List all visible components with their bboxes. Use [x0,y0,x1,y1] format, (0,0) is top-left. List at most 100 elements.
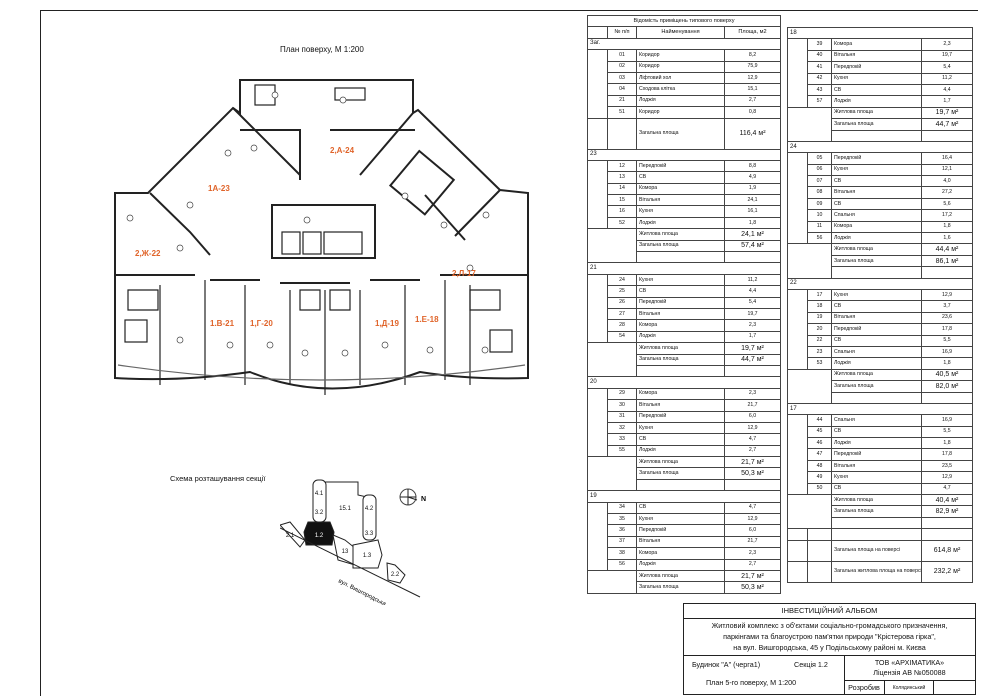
room-name: СВ [831,83,922,97]
room-area: 17,8 [921,323,973,336]
apartment-label: 2,Ж-22 [135,249,161,258]
spacer-cell [831,391,922,404]
room-area: 17,2 [921,209,973,222]
table-row: 23 [587,148,781,161]
living-area-label: Житлова площа [636,456,725,469]
living-area-value: 40,5 м² [921,368,973,382]
section-name: 22 [787,277,973,291]
room-name: Вітальня [636,194,725,207]
room-number: 13 [607,171,637,184]
room-area: 12,9 [921,288,973,302]
spacer-cell [807,560,832,583]
spacer-cell [607,117,637,150]
room-number: 28 [607,319,637,332]
room-name: Лоджія [636,94,725,108]
floor-total-value: 614,8 м² [921,539,973,562]
room-name: Вітальня [831,459,922,473]
header-cell [587,26,608,39]
room-area: 0,8 [724,106,781,119]
room-name: СВ [636,433,725,446]
room-number: 42 [807,72,832,85]
total-area-value: 82,9 м² [921,505,973,518]
room-name: Комора [636,547,725,560]
section-label: 4.2 [365,506,374,512]
room-area: 8,2 [724,49,781,62]
room-name: Комора [636,182,725,196]
project-description: Житловий комплекс з об'єктами соціально-… [684,618,975,656]
room-area: 16,4 [921,152,973,165]
living-area-label: Житлова площа [831,368,922,382]
room-area: 15,1 [724,83,781,96]
spacer-cell [587,273,608,344]
room-name: Передпокій [831,152,922,165]
room-number: 40 [807,49,832,63]
total-area-value: 44,7 м² [724,353,781,366]
room-number: 24 [607,273,637,287]
room-name: СВ [831,197,922,211]
room-name: Кухня [831,163,922,177]
spacer-cell [831,266,922,279]
room-area: 2,7 [724,94,781,108]
apartment-label: 2,Л-17 [452,269,476,278]
spacer-cell [921,129,973,142]
building-label: Будинок "А" (черга1) [692,660,761,669]
room-area: 6,0 [724,524,781,537]
spacer-cell [787,38,808,108]
section-name: 19 [587,490,781,503]
room-area: 12,9 [724,512,781,526]
room-name: СВ [831,334,922,347]
sheet-frame [40,10,978,696]
spacer-cell [587,387,608,458]
room-number: 41 [807,61,832,74]
room-name: Лоджія [636,216,725,230]
total-area-value: 116,4 м² [724,117,781,150]
spacer-cell [787,288,808,370]
total-area-value: 50,3 м² [724,467,781,480]
room-name: Вітальня [831,49,922,63]
room-area: 1,9 [724,182,781,196]
apartment-label: 1А-23 [208,184,230,193]
living-area-label: Житлова площа [636,342,725,355]
developed-label: Розробив [844,680,885,695]
room-name: Комора [831,220,922,234]
spacer-cell [724,478,781,492]
desc-line: Житловий комплекс з об'єктами соціально-… [711,621,948,630]
room-number: 31 [607,410,637,423]
spacer-cell [831,528,922,541]
section-name: 24 [787,140,973,154]
room-name: Комора [831,38,922,51]
table-row: Відомість приміщень типового поверху [587,14,781,28]
room-area: 5,5 [921,425,973,439]
room-area: 2,3 [724,319,781,332]
room-number: 05 [807,152,832,165]
room-area: 1,7 [921,95,973,108]
apartment-label: 2,А-24 [330,146,355,155]
room-number: 14 [607,182,637,196]
room-name: Вітальня [831,311,922,325]
room-name: Вітальня [636,399,725,412]
living-area-value: 21,7 м² [724,569,781,583]
